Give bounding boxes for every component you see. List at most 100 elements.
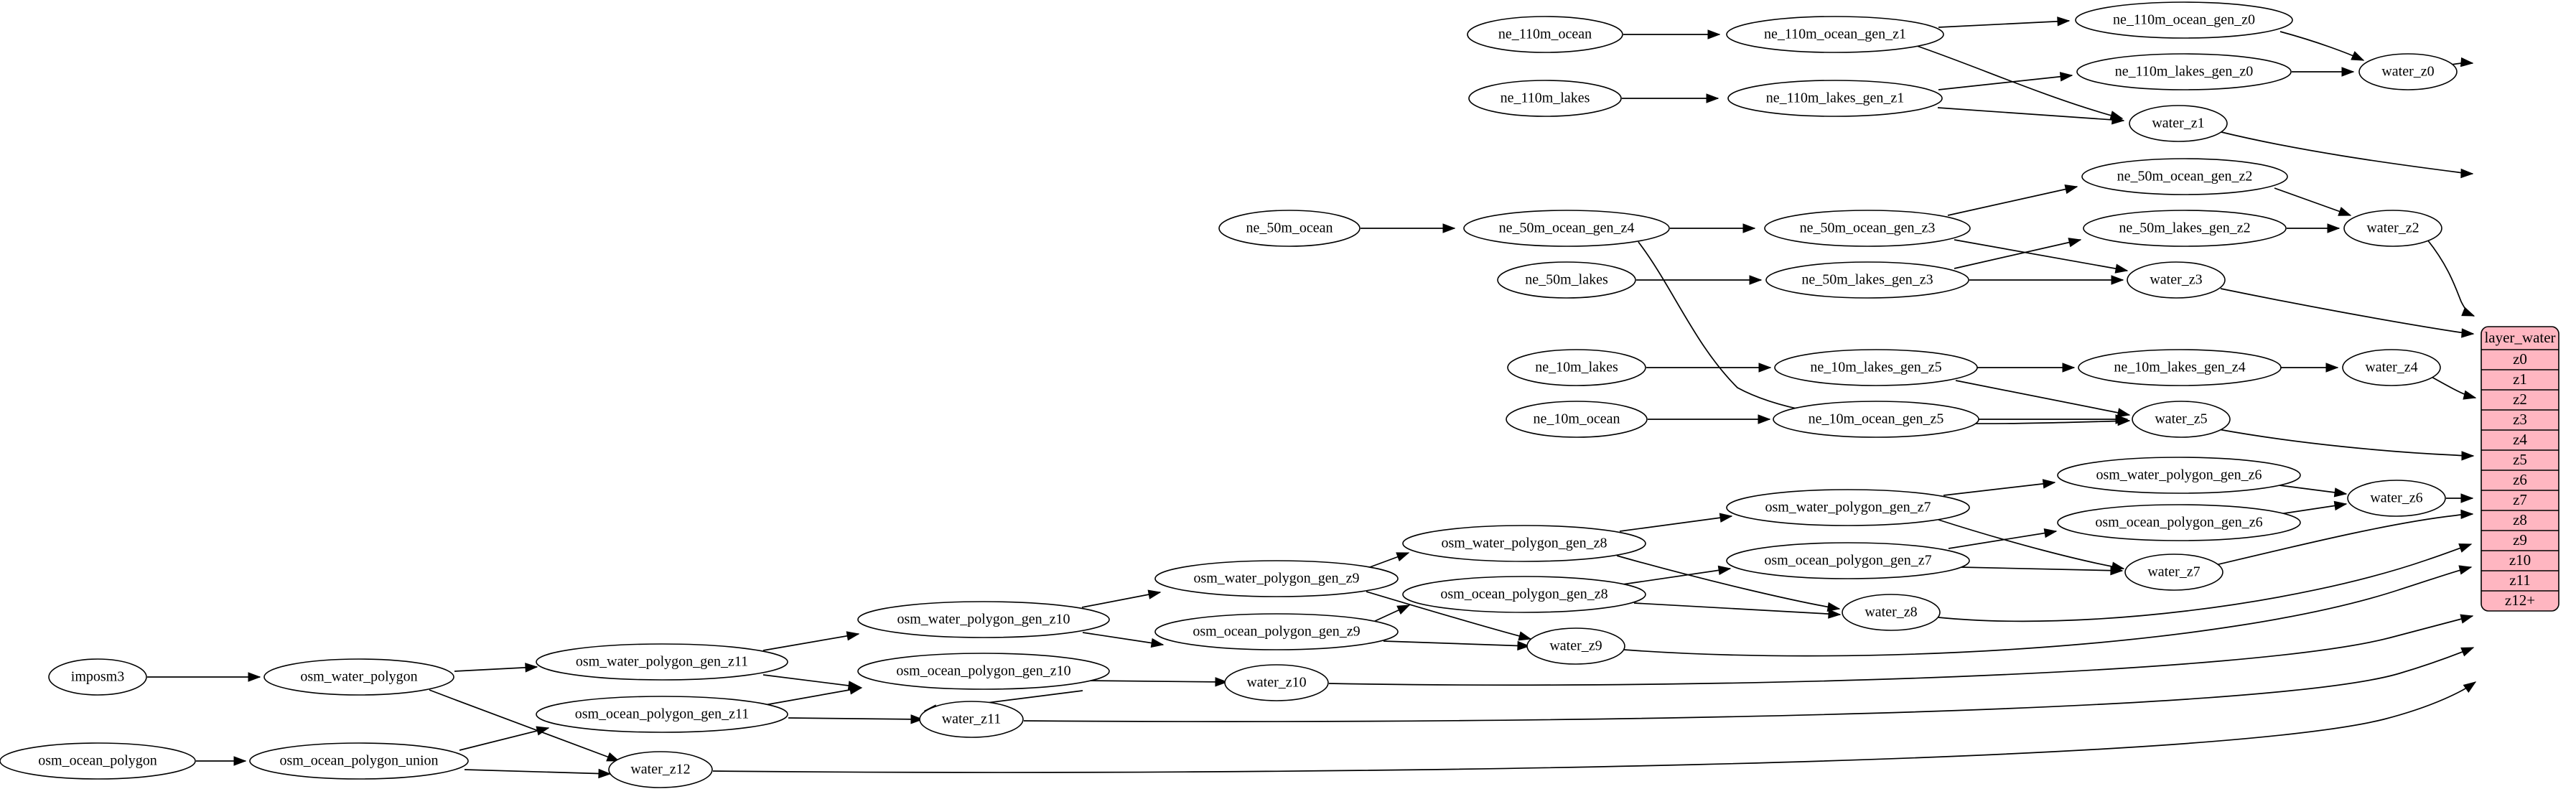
graph-node-ne_110m_lakes_gen_z0[interactable]: ne_110m_lakes_gen_z0 [2076, 53, 2292, 90]
record-row-z6[interactable]: z6 [2513, 471, 2527, 488]
record-row-z7[interactable]: z7 [2513, 491, 2527, 508]
node-ellipse [1402, 525, 1646, 562]
graph-node-osm_ocean_polygon_gen_z10[interactable]: osm_ocean_polygon_gen_z10 [857, 653, 1110, 690]
edge-path [1938, 519, 2124, 569]
graph-node-ne_50m_ocean_gen_z2[interactable]: ne_50m_ocean_gen_z2 [2081, 158, 2288, 195]
edge-path [1954, 239, 2128, 271]
graph-edge-osm_ocean_polygon_gen_z7-to-osm_ocean_polygon_gen_z6 [1948, 528, 2058, 549]
node-ellipse [263, 658, 454, 696]
graph-edge-ne_50m_lakes_gen_z2-to-water_z2 [2287, 223, 2341, 233]
graph-node-water_z12[interactable]: water_z12 [608, 751, 713, 788]
graph-node-ne_50m_ocean[interactable]: ne_50m_ocean [1218, 210, 1361, 247]
graph-edge-water_z5-to-layer_water_z5 [2218, 429, 2475, 461]
record-row-z10[interactable]: z10 [2509, 551, 2531, 569]
record-row-z4[interactable]: z4 [2513, 431, 2527, 448]
graph-node-osm_ocean_polygon_gen_z9[interactable]: osm_ocean_polygon_gen_z9 [1154, 613, 1399, 650]
graph-node-ne_50m_ocean_gen_z3[interactable]: ne_50m_ocean_gen_z3 [1764, 210, 1971, 247]
graph-node-water_z0[interactable]: water_z0 [2358, 53, 2458, 90]
graph-edge-ne_50m_lakes-to-ne_50m_lakes_gen_z3 [1636, 275, 1763, 285]
edge-arrowhead [2460, 614, 2474, 624]
graph-node-osm_ocean_polygon_gen_z7[interactable]: osm_ocean_polygon_gen_z7 [1726, 542, 1970, 579]
graph-node-osm_water_polygon_gen_z7[interactable]: osm_water_polygon_gen_z7 [1726, 489, 1970, 526]
graph-node-osm_ocean_polygon_union[interactable]: osm_ocean_polygon_union [249, 742, 469, 780]
graph-edge-osm_water_polygon_gen_z9-to-osm_water_polygon_gen_z8 [1369, 552, 1410, 568]
node-ellipse [1467, 16, 1623, 53]
edge-arrowhead [2338, 207, 2352, 216]
graph-node-osm_ocean_polygon_gen_z11[interactable]: osm_ocean_polygon_gen_z11 [536, 696, 788, 733]
edge-arrowhead [2059, 72, 2073, 82]
edge-arrowhead [1758, 363, 1772, 373]
graph-node-ne_10m_lakes_gen_z5[interactable]: ne_10m_lakes_gen_z5 [1774, 349, 1978, 386]
edge-arrowhead [2114, 263, 2129, 274]
graph-edge-osm_ocean_polygon_gen_z10-to-water_z10 [1083, 677, 1228, 687]
graph-node-water_z11[interactable]: water_z11 [919, 701, 1024, 738]
edge-path [2218, 429, 2474, 457]
edge-path [2427, 239, 2475, 317]
edge-path [1081, 592, 1161, 608]
graph-node-water_z10[interactable]: water_z10 [1224, 664, 1329, 701]
record-row-z12+[interactable]: z12+ [2505, 592, 2535, 609]
graph-node-ne_110m_ocean_gen_z0[interactable]: ne_110m_ocean_gen_z0 [2075, 1, 2293, 39]
graph-node-ne_10m_lakes_gen_z4[interactable]: ne_10m_lakes_gen_z4 [2078, 349, 2282, 386]
graph-node-ne_10m_ocean_gen_z5[interactable]: ne_10m_ocean_gen_z5 [1773, 401, 1979, 438]
graph-node-ne_110m_lakes[interactable]: ne_110m_lakes [1468, 80, 1622, 117]
record-row-z3[interactable]: z3 [2513, 411, 2527, 428]
graph-node-water_z9[interactable]: water_z9 [1526, 627, 1625, 665]
node-ellipse [1154, 560, 1399, 597]
graph-edge-osm_ocean_polygon_union-to-water_z12 [464, 768, 612, 779]
record-row-z11[interactable]: z11 [2509, 571, 2531, 589]
node-ellipse [2075, 1, 2293, 39]
node-ellipse [1765, 261, 1969, 299]
graph-node-osm_water_polygon_gen_z9[interactable]: osm_water_polygon_gen_z9 [1154, 560, 1399, 597]
graph-node-osm_water_polygon_gen_z10[interactable]: osm_water_polygon_gen_z10 [857, 601, 1110, 638]
graph-node-ne_10m_ocean[interactable]: ne_10m_ocean [1506, 401, 1648, 438]
graph-node-osm_water_polygon_gen_z8[interactable]: osm_water_polygon_gen_z8 [1402, 525, 1646, 562]
graph-node-water_z6[interactable]: water_z6 [2347, 480, 2446, 517]
graph-node-water_z3[interactable]: water_z3 [2127, 261, 2226, 299]
graph-node-ne_50m_lakes_gen_z3[interactable]: ne_50m_lakes_gen_z3 [1765, 261, 1969, 299]
graph-node-ne_110m_ocean_gen_z1[interactable]: ne_110m_ocean_gen_z1 [1726, 16, 1944, 53]
graph-node-osm_polygon_source[interactable]: osm_water_polygon [263, 658, 454, 696]
graph-edge-water_z3-to-layer_water_z3 [2220, 288, 2475, 338]
record-row-z8[interactable]: z8 [2513, 511, 2527, 528]
graph-node-osm_ocean_polygon_gen_z6[interactable]: osm_ocean_polygon_gen_z6 [2057, 504, 2301, 541]
node-ellipse [2342, 349, 2441, 386]
graph-node-water_z4[interactable]: water_z4 [2342, 349, 2441, 386]
graph-node-ne_10m_lakes[interactable]: ne_10m_lakes [1507, 349, 1646, 386]
edge-path [1633, 602, 1841, 615]
edge-arrowhead [1707, 29, 1721, 39]
record-row-z2[interactable]: z2 [2513, 391, 2527, 408]
graph-edge-osm_water_polygon_gen_z11-to-osm_water_polygon_gen_z10 [762, 631, 860, 651]
graph-node-ne_110m_lakes_gen_z1[interactable]: ne_110m_lakes_gen_z1 [1727, 80, 1943, 117]
graph-node-water_z2[interactable]: water_z2 [2343, 210, 2442, 247]
graph-node-imposm3[interactable]: imposm3 [48, 658, 147, 696]
graph-node-osm_ocean_polygon_gen_z8[interactable]: osm_ocean_polygon_gen_z8 [1402, 576, 1646, 613]
edge-path [1082, 632, 1164, 645]
graph-node-water_z1[interactable]: water_z1 [2129, 105, 2228, 142]
record-row-z1[interactable]: z1 [2513, 370, 2527, 388]
graph-node-ne_50m_ocean_gen_z4[interactable]: ne_50m_ocean_gen_z4 [1463, 210, 1670, 247]
graph-node-osm_ocean_polygon[interactable]: osm_ocean_polygon [0, 742, 196, 780]
graph-edge-osm_ocean_polygon_gen_z11-to-osm_ocean_polygon_gen_z10 [764, 685, 863, 706]
graph-node-osm_water_polygon_gen_z6[interactable]: osm_water_polygon_gen_z6 [2057, 457, 2301, 494]
graph-node-water_z5[interactable]: water_z5 [2132, 401, 2231, 438]
graph-node-water_z8[interactable]: water_z8 [1842, 594, 1941, 631]
edge-arrowhead [2043, 528, 2058, 538]
node-ellipse [48, 658, 147, 696]
graph-node-water_z7[interactable]: water_z7 [2124, 554, 2223, 591]
record-row-z5[interactable]: z5 [2513, 451, 2527, 468]
record-row-z9[interactable]: z9 [2513, 531, 2527, 548]
node-ellipse [0, 742, 196, 780]
record-row-z0[interactable]: z0 [2513, 350, 2527, 368]
graph-node-osm_water_polygon_gen_z11[interactable]: osm_water_polygon_gen_z11 [536, 643, 788, 681]
node-ellipse [1727, 80, 1943, 117]
graph-edge-ne_50m_ocean-to-ne_50m_ocean_gen_z4 [1361, 223, 1456, 233]
record-node-layer_water[interactable]: layer_waterz0z1z2z3z4z5z6z7z8z9z10z11z12… [2481, 326, 2559, 612]
edge-path [1083, 680, 1228, 683]
graph-edge-ne_110m_ocean_gen_z1-to-water_z1 [1916, 45, 2124, 121]
graph-node-ne_110m_ocean[interactable]: ne_110m_ocean [1467, 16, 1623, 53]
graph-node-ne_50m_lakes_gen_z2[interactable]: ne_50m_lakes_gen_z2 [2083, 210, 2287, 247]
graph-node-ne_50m_lakes[interactable]: ne_50m_lakes [1497, 261, 1636, 299]
graph-edge-osm_ocean_polygon_gen_z9-to-osm_ocean_polygon_gen_z8 [1373, 604, 1411, 622]
